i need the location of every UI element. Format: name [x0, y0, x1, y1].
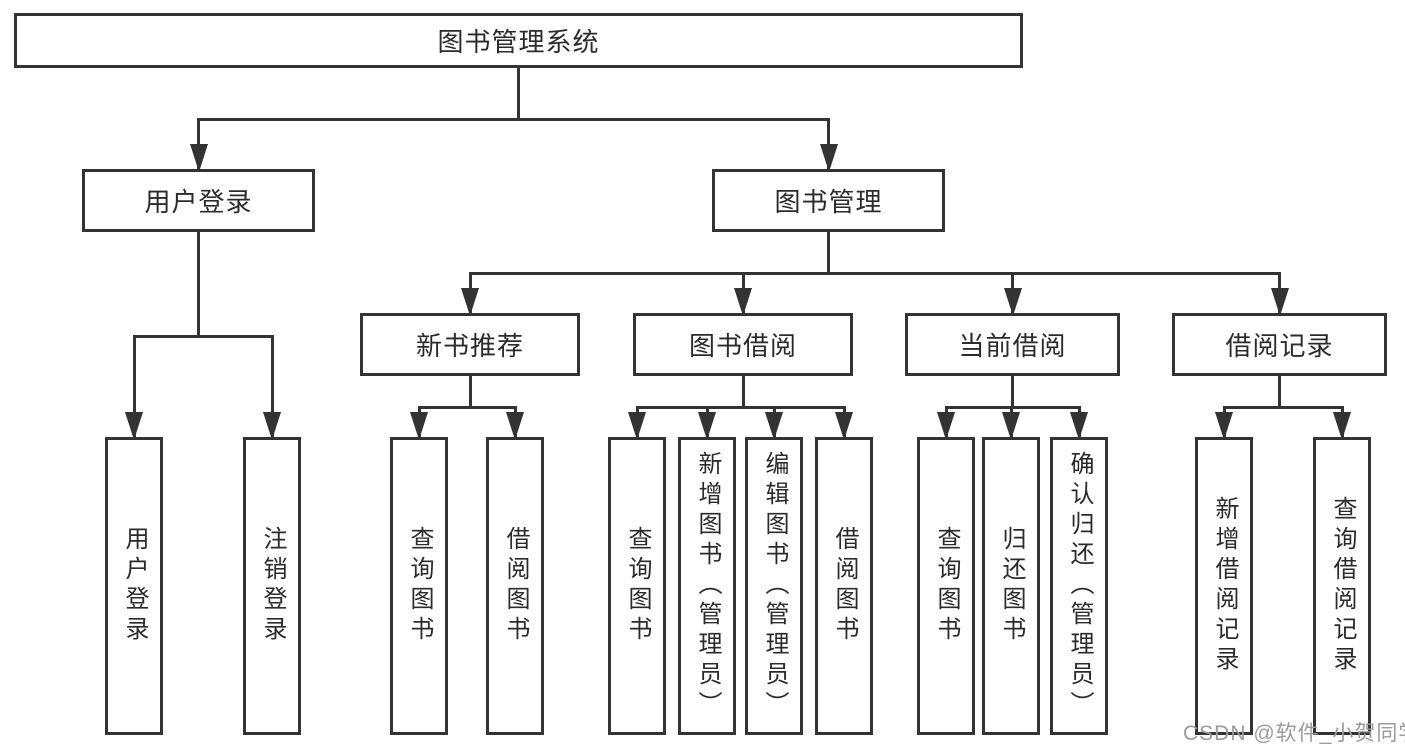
connector-line — [197, 232, 200, 338]
arrow-down-icon — [765, 412, 783, 440]
book-mgmt-branch-box: 图书管理 — [712, 169, 945, 232]
connector-line — [635, 406, 846, 409]
connector-line — [1222, 406, 1344, 409]
book-borrow-box: 图书借阅 — [633, 313, 853, 376]
user-login-branch-box: 用户登录 — [82, 169, 315, 232]
connector-line — [1011, 376, 1014, 409]
query-book-rec-box: 查询图书 — [390, 437, 448, 735]
arrow-down-icon — [698, 412, 716, 440]
arrow-down-icon — [1333, 412, 1351, 440]
query-book-current-box: 查询图书 — [917, 437, 975, 735]
arrow-down-icon — [819, 144, 838, 172]
borrow-book-borrow-box: 借阅图书 — [815, 437, 873, 735]
arrow-down-icon — [1070, 412, 1088, 440]
connector-line — [132, 335, 136, 437]
add-borrow-record-box: 新增借阅记录 — [1195, 437, 1253, 735]
arrow-down-icon — [125, 412, 143, 440]
arrow-down-icon — [263, 412, 281, 440]
connector-line — [827, 118, 830, 169]
root-box: 图书管理系统 — [14, 13, 1023, 68]
arrow-down-icon — [1270, 288, 1289, 316]
connector-line — [468, 376, 472, 409]
arrow-down-icon — [506, 412, 524, 440]
connector-line — [1278, 376, 1281, 409]
borrow-book-rec-box: 借阅图书 — [486, 437, 544, 735]
arrow-down-icon — [734, 288, 752, 316]
connector-line — [132, 335, 274, 338]
query-book-borrow-box: 查询图书 — [608, 437, 666, 735]
arrow-down-icon — [937, 412, 955, 440]
connector-line — [517, 68, 520, 121]
connector-line — [197, 118, 200, 169]
arrow-down-icon — [1215, 412, 1233, 440]
connector-line — [468, 272, 1281, 275]
confirm-return-admin-box: 确认归还（管理员） — [1050, 437, 1108, 735]
connector-line — [944, 406, 1081, 409]
connector-line — [197, 118, 830, 121]
arrow-down-icon — [189, 144, 208, 172]
new-book-rec-box: 新书推荐 — [360, 313, 580, 376]
current-borrow-box: 当前借阅 — [905, 313, 1120, 376]
borrow-record-box: 借阅记录 — [1172, 313, 1387, 376]
edit-book-admin-box: 编辑图书（管理员） — [745, 437, 803, 735]
return-book-box: 归还图书 — [982, 437, 1040, 735]
arrow-down-icon — [628, 412, 646, 440]
query-borrow-record-box: 查询借阅记录 — [1313, 437, 1371, 735]
connector-line — [741, 376, 745, 409]
user-login-leaf-box: 用户登录 — [105, 437, 163, 735]
connector-line — [417, 406, 517, 409]
arrow-down-icon — [410, 412, 428, 440]
logout-leaf-box: 注销登录 — [243, 437, 301, 735]
add-book-admin-box: 新增图书（管理员） — [678, 437, 736, 735]
connector-line — [270, 335, 274, 437]
arrow-down-icon — [461, 288, 479, 316]
connector-line — [827, 232, 830, 275]
csdn-watermark: CSDN @软件_小贺同学 — [1183, 722, 1405, 745]
arrow-down-icon — [1002, 412, 1020, 440]
arrow-down-icon — [1003, 288, 1022, 316]
arrow-down-icon — [835, 412, 853, 440]
